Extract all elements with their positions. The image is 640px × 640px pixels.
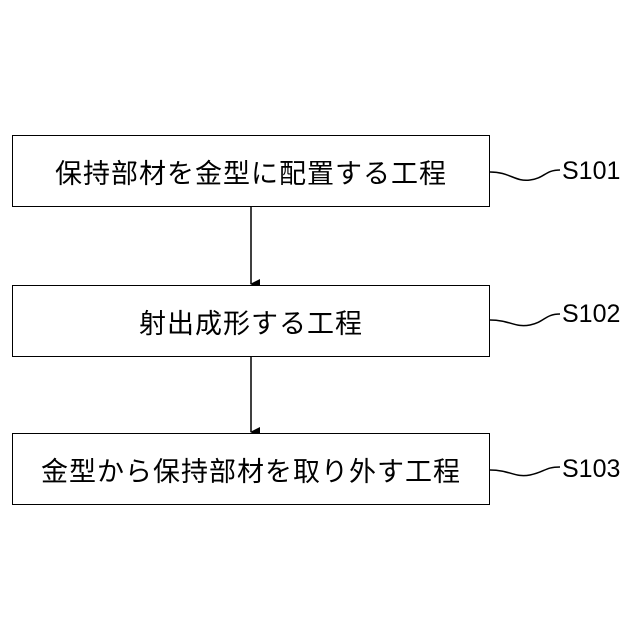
process-step-box: 射出成形する工程 xyxy=(12,285,490,357)
leader-line-s103 xyxy=(490,467,560,476)
leader-line-s102 xyxy=(490,314,560,326)
step-label: S102 xyxy=(562,300,620,329)
process-step-box: 金型から保持部材を取り外す工程 xyxy=(12,433,490,505)
leader-line-s101 xyxy=(490,170,560,180)
step-label: S101 xyxy=(562,157,620,186)
process-step-text: 金型から保持部材を取り外す工程 xyxy=(41,450,461,489)
process-step-box: 保持部材を金型に配置する工程 xyxy=(12,135,490,207)
process-step-text: 射出成形する工程 xyxy=(139,302,363,341)
process-step-text: 保持部材を金型に配置する工程 xyxy=(55,152,447,191)
step-label: S103 xyxy=(562,455,620,484)
